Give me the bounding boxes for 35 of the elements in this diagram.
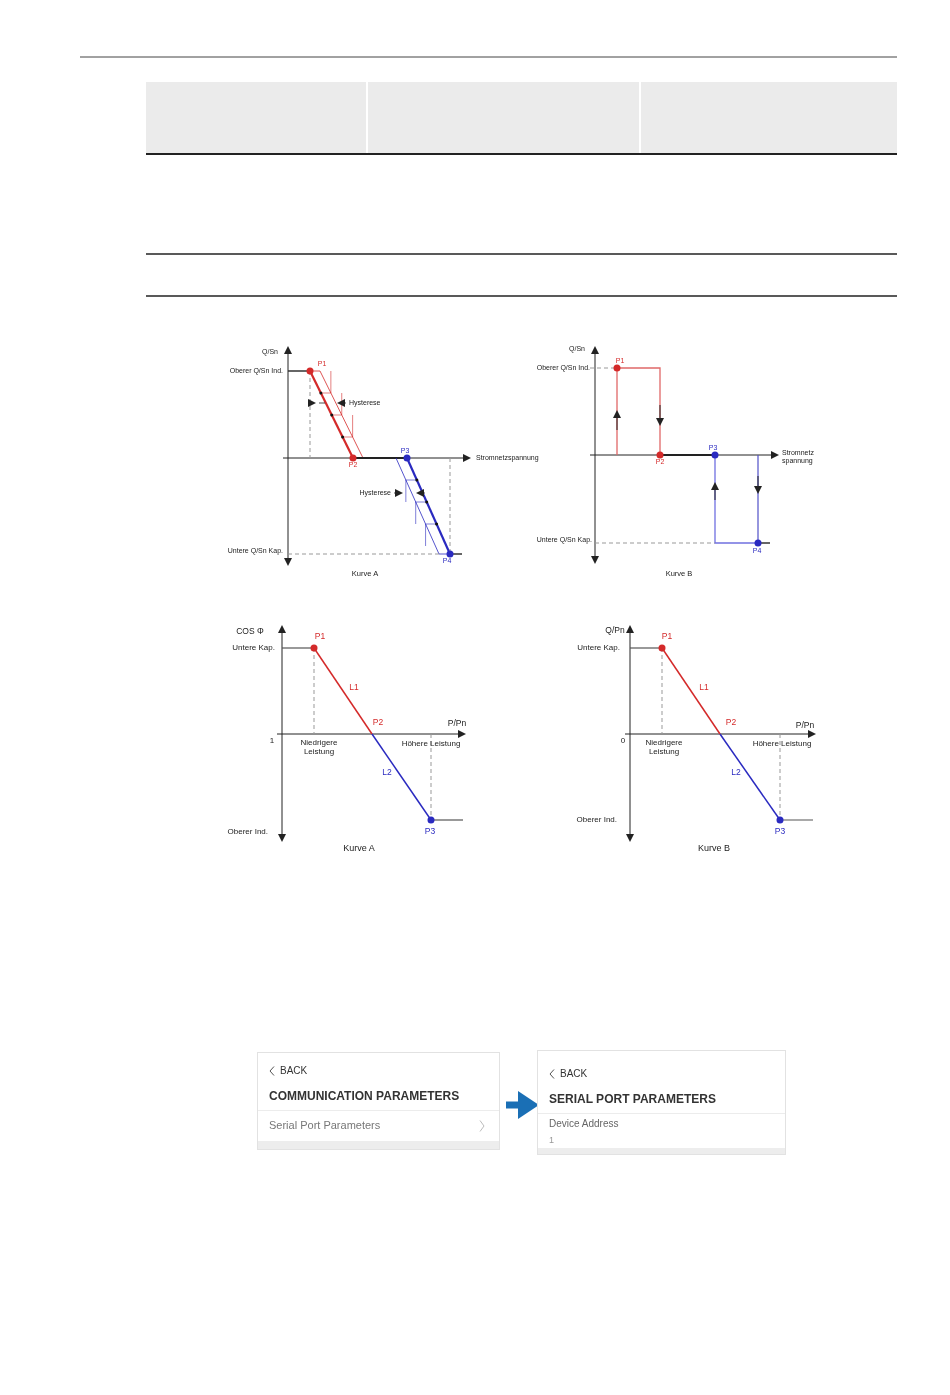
- power-level-label: Höhere Leistung: [752, 739, 812, 749]
- menu-item: Serial Port Parameters: [269, 1119, 381, 1131]
- power-level-label: Niedrigere Leistung: [299, 739, 339, 757]
- curve-caption: Kurve B: [698, 844, 730, 854]
- app-screen-card: [257, 1052, 500, 1150]
- curve-caption: Kurve A: [343, 844, 375, 854]
- axis-value-label: Untere Kap.: [577, 643, 620, 653]
- axis-value-label: Oberer Ind.: [227, 827, 268, 837]
- line-label: L1: [699, 683, 709, 693]
- app-screen-card: [537, 1050, 786, 1155]
- screen-title: COMMUNICATION PARAMETERS: [269, 1089, 460, 1103]
- point-label: P3: [424, 827, 436, 837]
- field-value: 1: [549, 1135, 554, 1145]
- axis-title: Q/Pn: [605, 626, 625, 636]
- point-label: P3: [774, 827, 786, 837]
- point-label: P2: [725, 718, 737, 728]
- tick-label: 0: [620, 736, 626, 746]
- line-label: L1: [349, 683, 359, 693]
- power-level-label: Niedrigere Leistung: [644, 739, 684, 757]
- point-label: P1: [661, 632, 673, 642]
- axis-title: P/Pn: [447, 719, 467, 729]
- back-link: BACK: [560, 1068, 588, 1079]
- axis-value-label: Oberer Ind.: [576, 815, 617, 825]
- line-label: L2: [731, 768, 741, 778]
- axis-title: P/Pn: [795, 721, 815, 731]
- field-label: Device Address: [549, 1118, 619, 1129]
- line-label: L2: [382, 768, 392, 778]
- point-label: P2: [372, 718, 384, 728]
- tick-label: 1: [269, 736, 275, 746]
- power-level-label: Höhere Leistung: [401, 739, 461, 749]
- axis-title: COS Φ: [236, 627, 264, 637]
- screen-title: SERIAL PORT PARAMETERS: [549, 1092, 716, 1106]
- point-label: P1: [314, 632, 326, 642]
- back-link: BACK: [280, 1065, 308, 1076]
- axis-value-label: Untere Kap.: [232, 643, 275, 653]
